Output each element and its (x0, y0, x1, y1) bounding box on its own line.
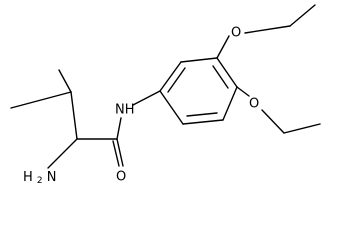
bond-o-top-to-ch2 (244, 25, 291, 34)
ring-bond-2 (180, 57, 218, 63)
ring-bond-1 (159, 61, 182, 92)
bond-alpha-to-nh2 (47, 138, 78, 169)
bond-ring-to-o-top (216, 35, 230, 59)
bond-ring-to-o-bottom (236, 86, 250, 97)
ring-bond-1-inner (167, 67, 186, 93)
molecule-structure: NH O O O H 2 N (10, 4, 321, 188)
ring-bond-4 (222, 86, 238, 121)
amino-acid-backbone (47, 90, 161, 169)
ring-bond-6 (159, 90, 184, 125)
bond-ch2-to-ch3-top (289, 4, 316, 27)
atom-label-nh2-n: N (47, 170, 57, 185)
bond-o-bottom-to-ch2 (261, 109, 285, 134)
ethoxy-bottom (236, 86, 321, 134)
ring-bond-5 (182, 119, 224, 125)
atom-label-nh: NH (115, 103, 135, 118)
bond-methyl-left (10, 91, 72, 109)
ethoxy-top (216, 4, 316, 59)
bond-carbonyl-to-o-1 (116, 138, 124, 167)
atom-label-o-ethoxy-top: O (231, 26, 241, 41)
ring-bond-5-inner (186, 112, 218, 117)
isopropyl-group (10, 69, 78, 140)
bond-carbonyl-to-o-2 (112, 140, 120, 167)
atom-label-nh2-h: H (23, 170, 33, 185)
atom-label-o-ethoxy-bottom: O (249, 97, 259, 112)
ring-bond-3 (216, 57, 238, 88)
bond-methyl-top (58, 69, 72, 93)
atom-label-o-carbonyl: O (116, 170, 126, 185)
bond-carbonyl-to-nh (116, 117, 122, 140)
bond-ch2-to-ch3-bottom (283, 123, 321, 134)
atom-label-nh2-sub: 2 (37, 176, 43, 186)
atom-label-nh2: H 2 N (23, 170, 57, 188)
bond-nh-to-ring (132, 90, 161, 106)
ring-bond-3-inner (212, 65, 229, 89)
benzene-ring (159, 57, 238, 125)
bond-isopropyl-to-alpha (70, 91, 78, 140)
